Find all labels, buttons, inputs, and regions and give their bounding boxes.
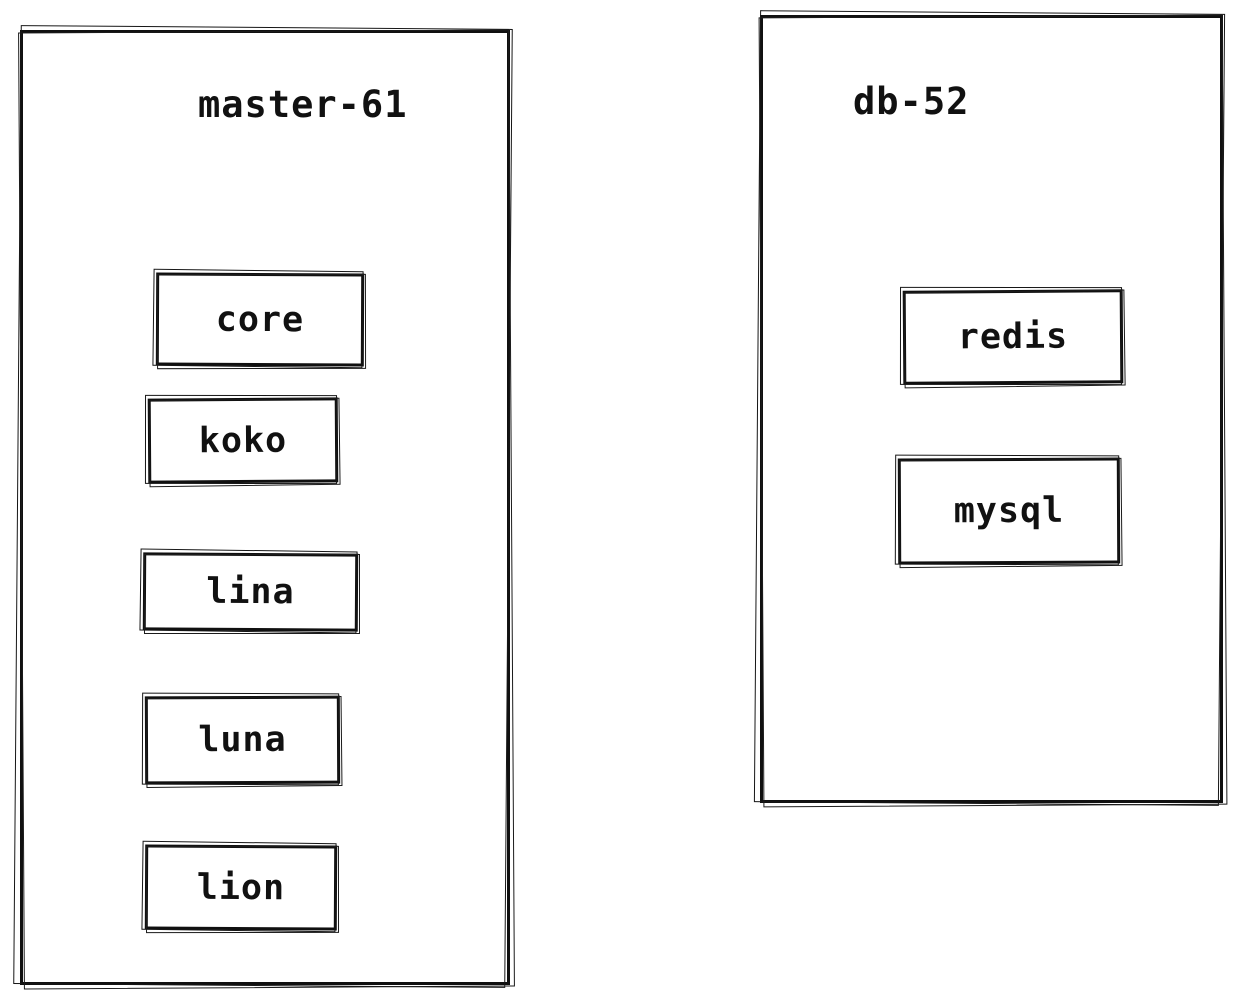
- node-koko-label: koko: [198, 420, 288, 461]
- node-mysql[interactable]: mysql: [897, 457, 1121, 565]
- machine-master-61[interactable]: master-61 core koko lina luna lion: [20, 30, 510, 985]
- node-koko[interactable]: koko: [147, 397, 339, 484]
- node-core-label: core: [215, 299, 305, 340]
- node-lion[interactable]: lion: [144, 844, 338, 931]
- machine-db-52[interactable]: db-52 redis mysql: [760, 15, 1223, 803]
- node-mysql-label: mysql: [953, 490, 1065, 532]
- machine-master-61-label: master-61: [198, 83, 408, 126]
- node-redis[interactable]: redis: [902, 289, 1124, 385]
- node-core[interactable]: core: [155, 272, 365, 367]
- node-lina[interactable]: lina: [142, 552, 359, 632]
- node-luna-label: luna: [198, 719, 287, 761]
- machine-db-52-label: db-52: [853, 80, 970, 123]
- node-luna[interactable]: luna: [144, 695, 341, 785]
- node-lina-label: lina: [206, 571, 295, 613]
- node-redis-label: redis: [957, 316, 1069, 358]
- node-lion-label: lion: [196, 867, 286, 908]
